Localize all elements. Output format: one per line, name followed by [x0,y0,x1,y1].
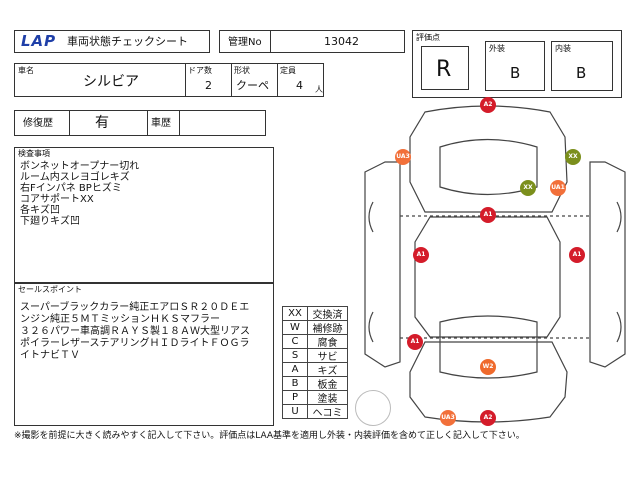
title-box: LAP 車両状態チェックシート [14,30,210,53]
sales-line: ンジン純正５ＭＴミッションＨＫＳマフラー [20,314,220,325]
exterior-grade-label: 外装 [489,44,505,53]
legend-code: C [282,334,308,349]
overall-grade-value: R [436,57,452,82]
damage-marker: UA3 [440,410,456,426]
mgmt-value: 13042 [324,35,359,48]
sales-line: スーパーブラックカラー純正エアロＳＲ２０ＤＥエ [20,302,250,313]
doors-value: 2 [205,79,212,92]
capacity-label: 定員 [280,66,296,75]
car-damage-diagram: A2 UA3 XX XX UA1 A1 A1 A1 A1 W2 UA3 A2 [355,92,635,432]
legend-code: B [282,376,308,391]
vehicle-row: 車名 シルビア ドア数 2 形状 クーペ 定員 4 人 [14,63,324,97]
interior-grade-value: B [576,64,587,82]
history-row: 修復歴 有 車歴 [14,110,266,136]
sales-line: イトナビＴＶ [20,350,80,361]
car-name-value: シルビア [83,74,139,90]
legend-meaning: 交換済 [307,306,348,321]
sales-line: ポイラーレザーステアリングＨＩＤライトＦＯＧラ [20,338,250,349]
legend-meaning: ヘコミ [307,404,348,419]
legend-code: XX [282,306,308,321]
damage-marker: A1 [569,247,585,263]
legend-code: A [282,362,308,377]
inspection-line: コアサポートXX [20,194,94,205]
damage-legend: XX 交換済 W 補修跡 C 腐食 S サビ A キズ B 板金 P 塗装 U … [282,306,348,426]
wheel-indicator-icon [355,390,391,426]
shape-label: 形状 [234,66,250,75]
interior-grade-label: 内装 [555,44,571,53]
damage-marker: W2 [480,359,496,375]
exterior-grade-value: B [510,64,521,82]
damage-marker: A2 [480,410,496,426]
damage-marker: XX [565,149,581,165]
capacity-value: 4 [296,79,303,92]
sales-label: セールスポイント [18,285,82,294]
legend-meaning: キズ [307,362,348,377]
legend-meaning: 腐食 [307,334,348,349]
mgmt-box: 管理No 13042 [219,30,405,53]
inspection-line: 下廻りキズ凹 [20,216,80,227]
interior-grade-cell: 内装 B [551,41,613,91]
sales-box: セールスポイント スーパーブラックカラー純正エアロＳＲ２０ＤＥエ ンジン純正５Ｍ… [14,283,274,426]
brand-logo: LAP [21,32,57,50]
shape-value: クーペ [236,79,269,92]
damage-marker: A1 [407,334,423,350]
mgmt-label: 管理No [228,37,262,48]
car-name-label: 車名 [18,66,34,75]
car-outline-icon [364,105,626,423]
damage-marker: UA1 [550,180,566,196]
legend-meaning: 塗装 [307,390,348,405]
inspection-line: 各キズ凹 [20,205,60,216]
damage-marker: A2 [480,97,496,113]
legend-code: P [282,390,308,405]
legend-meaning: 補修跡 [307,320,348,335]
inspection-box: 検査事項 ボンネットオープナー切れ ルーム内スレヨゴレキズ 右Fインパネ BPヒ… [14,147,274,283]
legend-meaning: 板金 [307,376,348,391]
inspection-line: ルーム内スレヨゴレキズ [20,172,130,183]
repair-history-label: 修復歴 [23,118,53,129]
inspection-line: 右Fインパネ BPヒズミ [20,183,122,194]
legend-code: W [282,320,308,335]
capacity-unit: 人 [315,85,323,94]
grade-box: 評価点 R 外装 B 内装 B [412,30,622,98]
damage-marker: A1 [413,247,429,263]
exterior-grade-cell: 外装 B [485,41,545,91]
inspection-label: 検査事項 [18,149,50,158]
inspection-line: ボンネットオープナー切れ [20,161,140,172]
legend-meaning: サビ [307,348,348,363]
damage-marker: UA3 [395,149,411,165]
damage-marker: A1 [480,207,496,223]
sheet-title: 車両状態チェックシート [67,35,188,48]
overall-grade-label: 評価点 [416,33,440,42]
legend-code: U [282,404,308,419]
repair-history-value: 有 [95,115,109,131]
overall-grade-cell: R [421,46,469,90]
damage-marker: XX [520,180,536,196]
legend-code: S [282,348,308,363]
chassis-history-label: 車歴 [151,118,171,129]
footer-note: ※撮影を前提に大きく読みやすく記入して下さい。評価点はLAA基準を適用し外装・内… [14,431,525,441]
doors-label: ドア数 [188,66,212,75]
sales-line: ３２６パワー車高調ＲＡＹＳ製１８ＡＷ大型リアス [20,326,250,337]
